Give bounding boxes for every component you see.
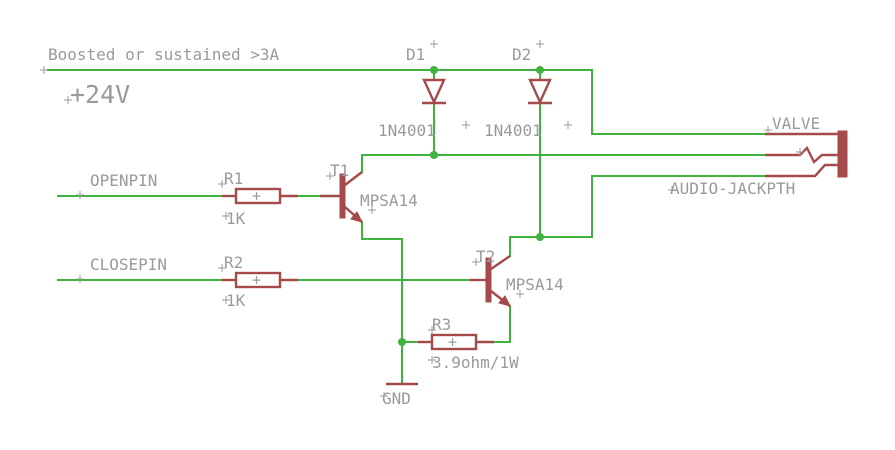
junction-d2-cathode (536, 233, 544, 241)
t1-emitter-wire (361, 221, 403, 384)
d2-value-label: 1N4001 (484, 121, 542, 140)
resistor-r3: + (418, 333, 494, 351)
close-coil-net-wire (509, 175, 766, 257)
r3-plus-mark: + (448, 333, 457, 351)
t2-ref-label: T2 (476, 247, 495, 266)
openpin-label: OPENPIN (90, 171, 157, 190)
supply-voltage-label: +24V (70, 80, 130, 109)
r2-ref-label: R2 (224, 253, 243, 272)
t2-value-label: MPSA14 (506, 275, 564, 294)
supply-note-label: Boosted or sustained >3A (48, 45, 280, 64)
closepin-label: CLOSEPIN (90, 255, 167, 274)
r1-value-label: 1K (226, 209, 246, 228)
supply-rail-wire (47, 69, 839, 135)
d1-ref-label: D1 (406, 45, 425, 64)
d2-ref-label: D2 (512, 45, 531, 64)
labels: Boosted or sustained >3A +24V D1 D2 1N40… (48, 45, 820, 408)
r3-value-label: 3.9ohm/1W (432, 353, 519, 372)
r1-plus-mark: + (252, 187, 261, 205)
ground-label: GND (382, 389, 411, 408)
r2-plus-mark: + (252, 271, 261, 289)
resistor-r2: + (222, 271, 298, 289)
diode-d2 (528, 78, 552, 105)
open-coil-net-wire (361, 154, 766, 173)
jack-value-label: AUDIO-JACKPTH (670, 179, 795, 198)
wires (47, 69, 839, 384)
transistor-t2 (470, 255, 511, 307)
transistor-t1 (320, 171, 363, 223)
r1-ref-label: R1 (224, 169, 243, 188)
junction-ground (398, 338, 406, 346)
junction-d1-cathode (430, 151, 438, 159)
junction-d2-rail (536, 66, 544, 74)
r2-value-label: 1K (226, 291, 246, 310)
t1-ref-label: T1 (330, 161, 349, 180)
resistor-r1: + (222, 187, 298, 205)
diode-d1 (422, 78, 446, 105)
junctions (398, 66, 544, 346)
r3-ref-label: R3 (432, 315, 451, 334)
valve-label: VALVE (772, 114, 820, 133)
t1-value-label: MPSA14 (360, 191, 418, 210)
junction-d1-rail (430, 66, 438, 74)
d1-value-label: 1N4001 (378, 121, 436, 140)
audio-jack-connector (765, 130, 848, 178)
origin-markers (40, 40, 804, 400)
t2-emitter-wire (493, 305, 511, 343)
